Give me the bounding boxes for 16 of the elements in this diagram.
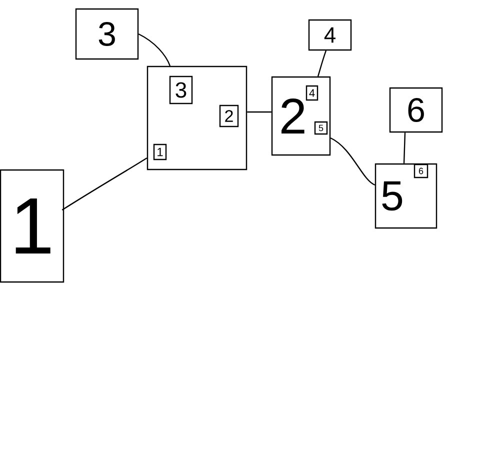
connector-line: [330, 137, 376, 186]
connector-line: [138, 33, 171, 66]
small-box: 4: [306, 85, 318, 101]
number-box: 4: [308, 19, 352, 51]
number-box: 6: [389, 87, 443, 133]
small-box: 6: [414, 164, 428, 178]
small-box: 3: [169, 76, 193, 104]
small-box: 1: [153, 144, 167, 160]
connector-line: [62, 158, 148, 211]
connector-line: [403, 132, 406, 164]
connector-line: [317, 50, 327, 77]
number-box: 3: [75, 8, 139, 60]
number-box: 1: [0, 169, 64, 283]
small-box: 5: [314, 121, 328, 135]
connector-line: [247, 111, 272, 113]
small-box: 2: [219, 104, 239, 128]
